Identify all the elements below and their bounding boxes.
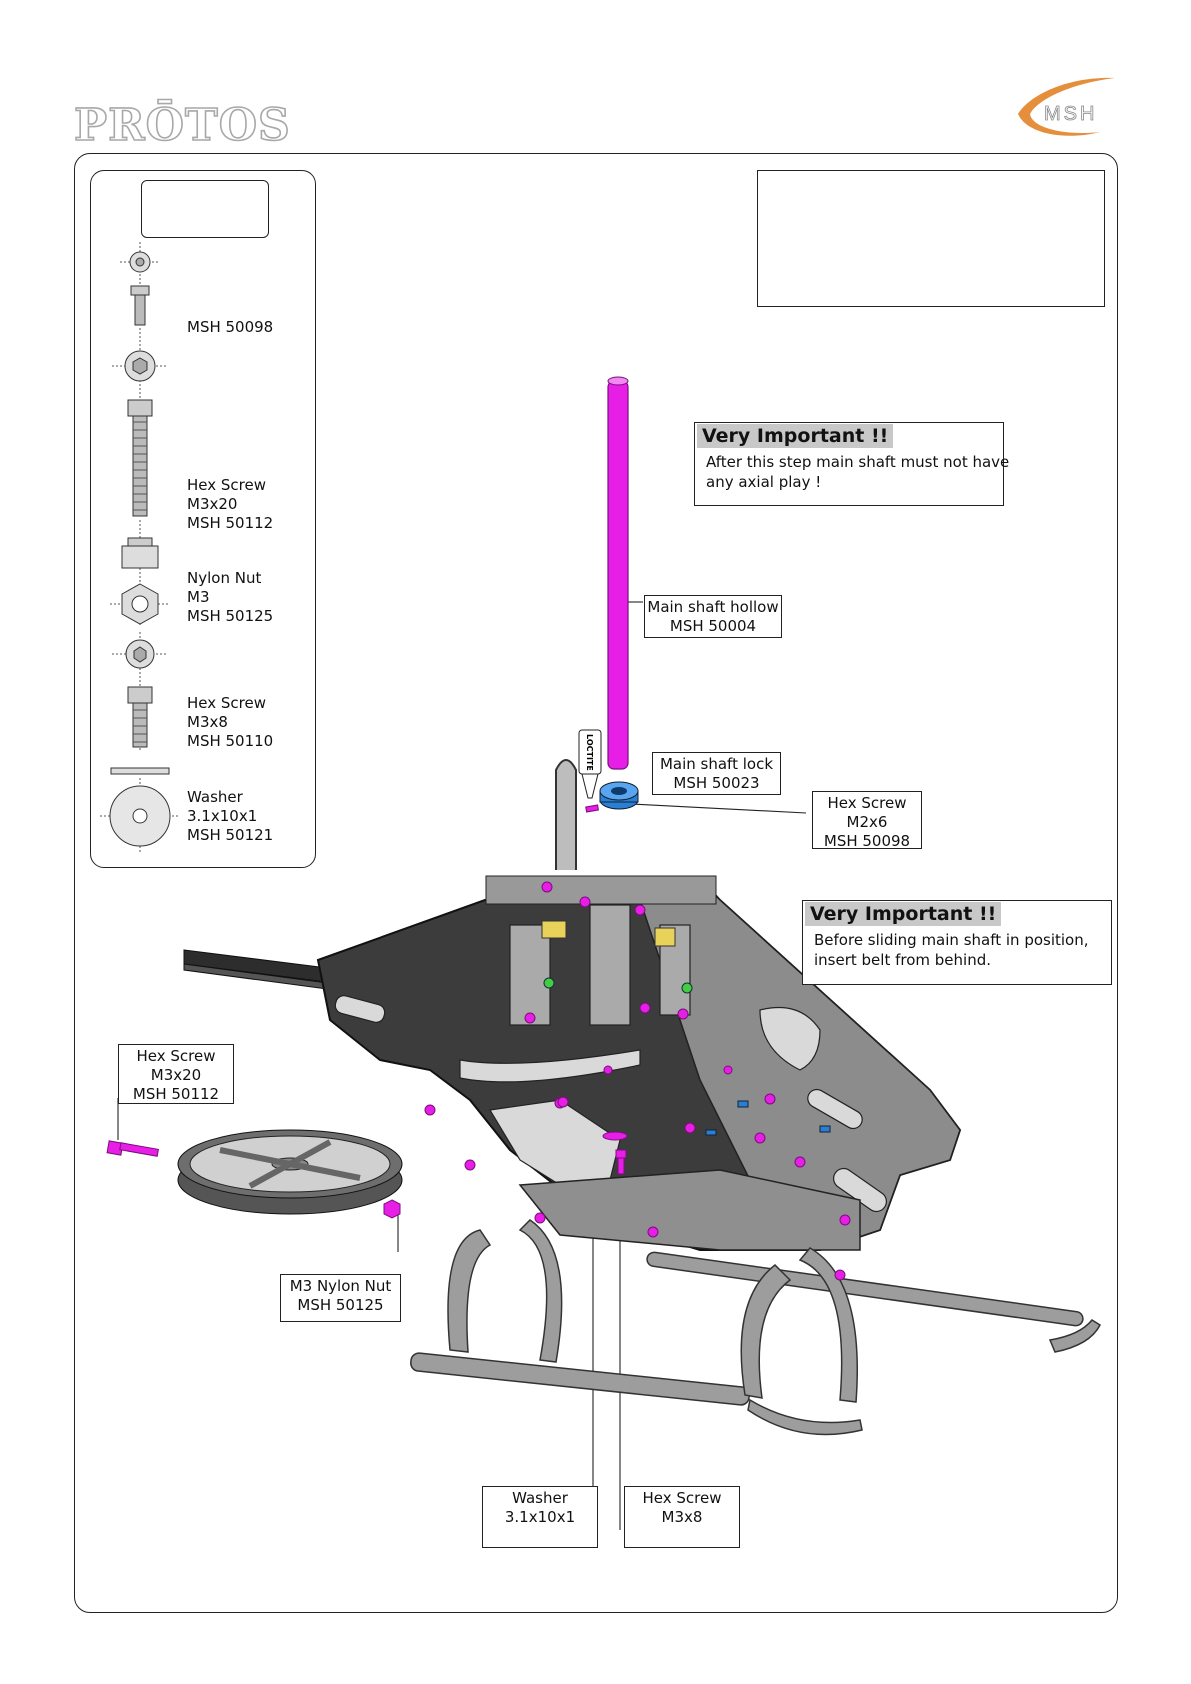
- m3x20-screw: [106, 1140, 159, 1157]
- msh-logo: MSH: [1010, 76, 1120, 142]
- part-label-screw-m2x6: MSH 50098: [187, 318, 274, 336]
- note-shaft-axial-play-body: After this step main shaft must not have…: [706, 453, 1010, 491]
- parts-icons: [100, 242, 180, 854]
- part-label-screw-m3x20: Hex Screw M3x20 MSH 50112: [187, 476, 274, 532]
- callout-m3-nylon-nut: M3 Nylon Nut MSH 50125: [280, 1274, 401, 1322]
- step-note-box: [757, 170, 1105, 307]
- loctite-label: LOCTITE: [585, 734, 594, 771]
- main-gear: [177, 1129, 403, 1215]
- parts-title-box: [141, 180, 269, 238]
- callout-hex-screw-m3x8: Hex Screw M3x8: [624, 1486, 740, 1548]
- note-insert-belt-body: Before sliding main shaft in position, i…: [814, 931, 1089, 969]
- part-label-screw-m3x8: Hex Screw M3x8 MSH 50110: [187, 694, 274, 750]
- callout-main-shaft-lock: Main shaft lock MSH 50023: [652, 752, 781, 795]
- hex-screw-icon: [120, 242, 160, 326]
- callout-main-shaft-hollow: Main shaft hollow MSH 50004: [644, 595, 782, 638]
- main-shaft: [607, 376, 629, 770]
- landing-gear: [410, 1219, 1101, 1436]
- note-insert-belt: Very Important !! Before sliding main sh…: [802, 900, 1112, 985]
- nut-icon: [110, 520, 170, 625]
- loctite-bottle: LOCTITE: [578, 729, 602, 799]
- callout-hex-screw-m3x20: Hex Screw M3x20 MSH 50112: [118, 1044, 234, 1104]
- protos-logo: PRŌTOS: [73, 99, 291, 152]
- part-label-nylon-nut: Nylon Nut M3 MSH 50125: [187, 569, 274, 625]
- part-label-washer: Washer 3.1x10x1 MSH 50121: [187, 788, 274, 844]
- note-shaft-axial-play: Very Important !! After this step main s…: [694, 422, 1010, 506]
- hex-screw-icon: [112, 632, 168, 750]
- main-shaft-lock: [599, 781, 639, 810]
- msh-logo-text: MSH: [1044, 103, 1097, 125]
- washer-icon: [100, 767, 180, 854]
- parts-list-panel: [90, 170, 316, 868]
- note-insert-belt-title: Very Important !!: [805, 902, 1002, 926]
- callout-hex-screw-m2x6: Hex Screw M2x6 MSH 50098: [812, 791, 922, 850]
- note-shaft-axial-play-title: Very Important !!: [697, 424, 894, 448]
- page-frame: [74, 153, 1118, 1613]
- hex-screw-icon: [112, 328, 168, 517]
- callout-washer: Washer 3.1x10x1: [482, 1486, 598, 1548]
